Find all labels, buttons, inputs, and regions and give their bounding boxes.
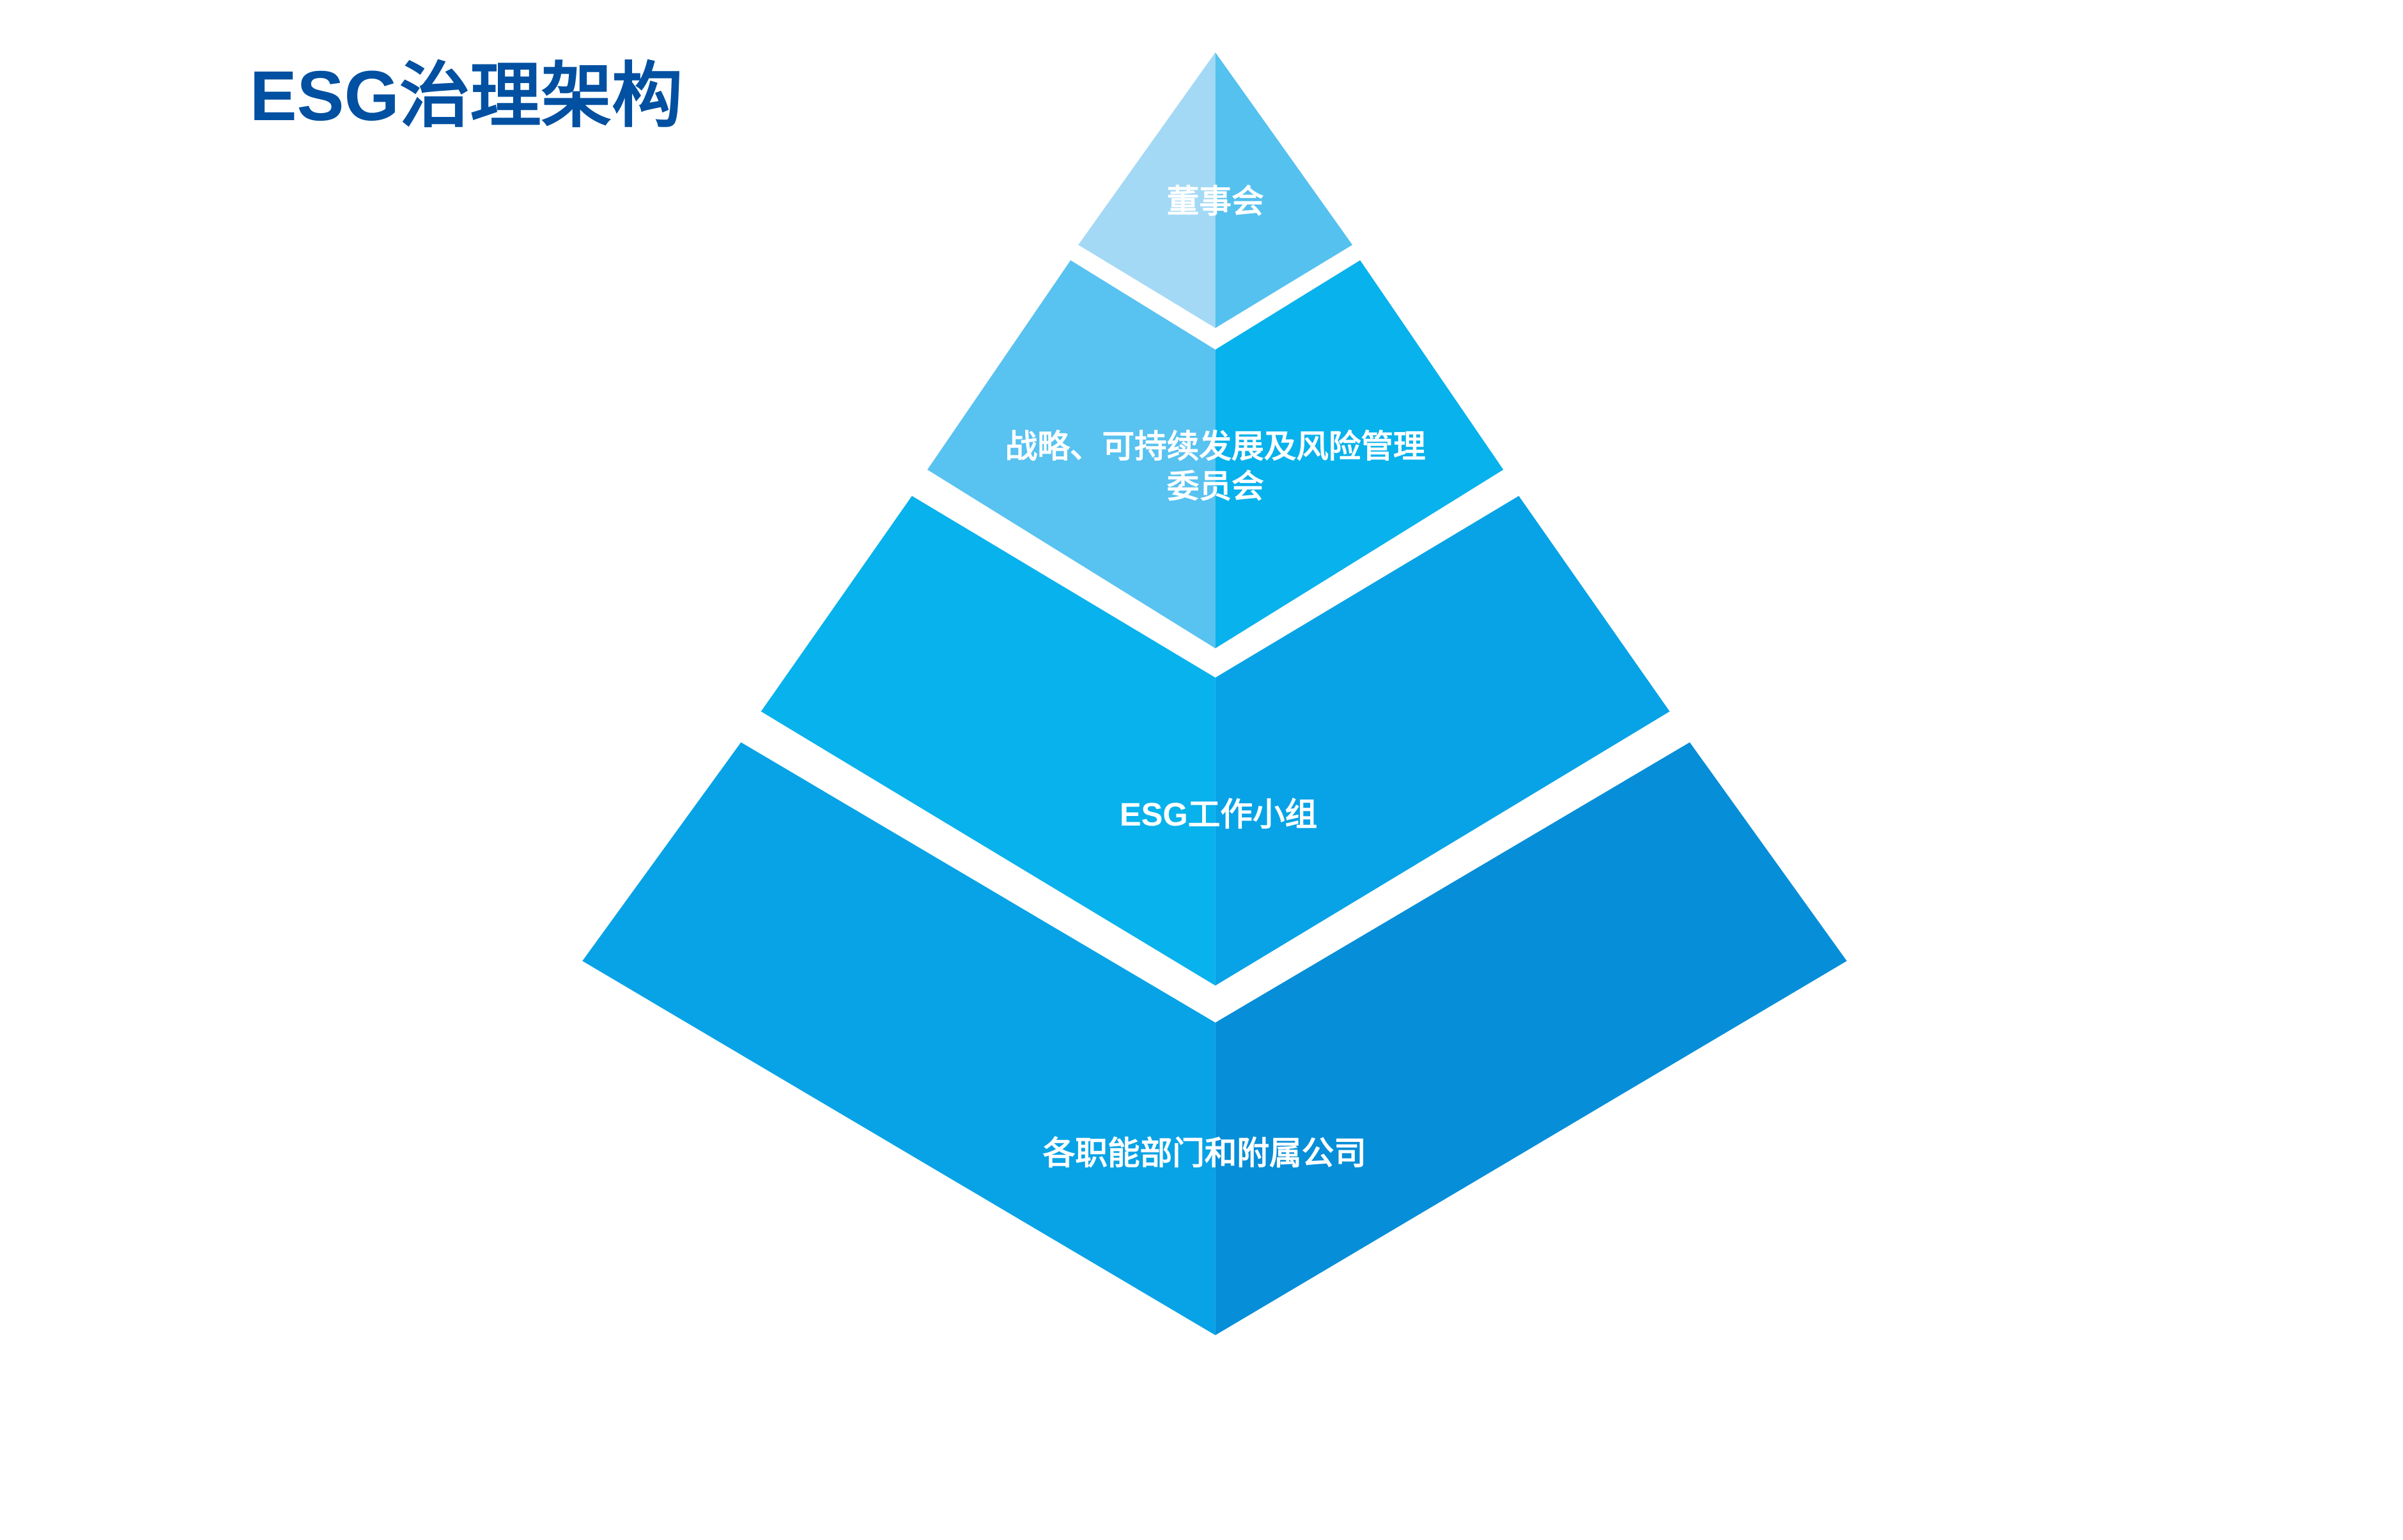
tier-working-group-right-face	[1215, 496, 1670, 986]
tier-working-group-label: ESG工作小组	[1120, 796, 1317, 833]
tier-committee-right-face	[1215, 260, 1504, 649]
tier-working-group: ESG工作小组	[761, 496, 1670, 986]
tier-departments: 各职能部门和附属公司	[582, 742, 1847, 1336]
tier-committee-label-line2: 委员会	[1167, 468, 1264, 504]
tier-board-label: 董事会	[1167, 183, 1264, 220]
tier-departments-right-face	[1215, 742, 1847, 1336]
tier-departments-label: 各职能部门和附属公司	[1043, 1135, 1366, 1171]
tier-board: 董事会	[1078, 52, 1353, 328]
tier-board-right-face	[1215, 52, 1353, 328]
tier-committee-label-line1: 战略、可持续发展及风险管理	[1005, 428, 1426, 465]
tier-board-left-face	[1078, 52, 1216, 328]
tier-committee: 战略、可持续发展及风险管理 委员会	[927, 260, 1504, 649]
tier-working-group-left-face	[761, 496, 1216, 986]
tier-committee-left-face	[927, 260, 1216, 649]
page-title: ESG治理架构	[250, 57, 683, 135]
tier-departments-left-face	[582, 742, 1216, 1336]
